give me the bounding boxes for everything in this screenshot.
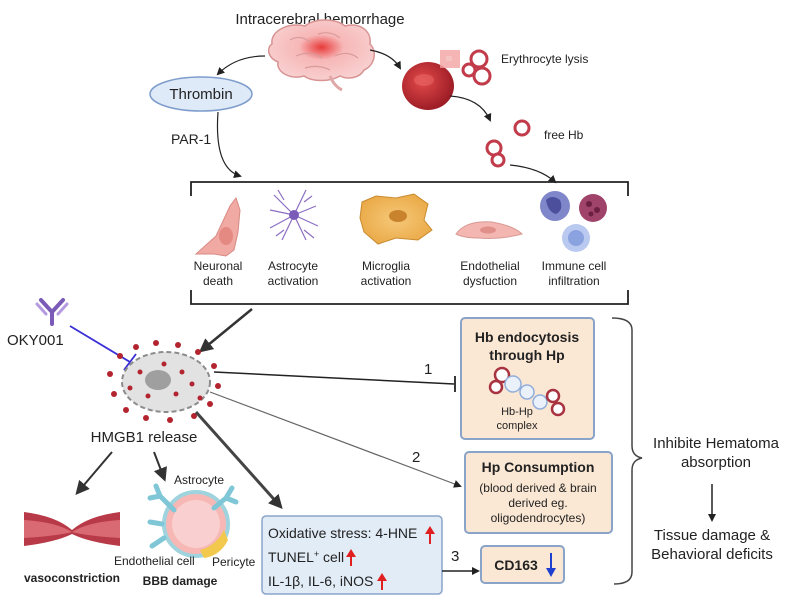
hp-consumption-title: Hp Consumption bbox=[482, 459, 595, 475]
bbb-icon bbox=[147, 483, 239, 558]
arrow-rbc-freehb bbox=[449, 95, 492, 122]
arrow-brain-rbc bbox=[369, 49, 401, 70]
tunel-line: TUNEL+ cell bbox=[268, 549, 344, 565]
astrocyte-icon bbox=[269, 189, 319, 241]
brain-icon bbox=[267, 19, 375, 92]
bbb-endothelial-label: Endothelial cell bbox=[114, 554, 195, 568]
arrow-cells-hmgb1 bbox=[198, 308, 253, 353]
hmgb1-label: HMGB1 release bbox=[91, 429, 198, 446]
thrombin-label: Thrombin bbox=[169, 86, 232, 103]
pathway-2-line bbox=[209, 391, 462, 488]
free-hb-icon bbox=[485, 119, 531, 168]
ox-up-arrow-3-head bbox=[377, 573, 387, 581]
inhibitor-line bbox=[69, 325, 137, 371]
free-hb-label: free Hb bbox=[544, 128, 584, 142]
bbb-astrocyte-label: Astrocyte bbox=[174, 473, 224, 487]
neuron-icon bbox=[194, 196, 241, 257]
arrow-brain-thrombin bbox=[216, 55, 266, 76]
oxidative-stress-line: Oxidative stress: 4-HNE bbox=[268, 525, 417, 541]
right-brace bbox=[611, 317, 643, 585]
arrow-freehb-immune bbox=[509, 164, 557, 184]
arrow-hmgb1-oxidative bbox=[194, 411, 283, 509]
cd163-box bbox=[480, 545, 565, 584]
antibody-icon bbox=[35, 298, 69, 326]
pathway-1-line bbox=[213, 371, 455, 385]
title: Intracerebral hemorrhage bbox=[235, 11, 404, 28]
bbb-damage-label: BBB damage bbox=[143, 574, 218, 588]
hb-hp-complex-icon bbox=[488, 366, 566, 417]
oky001-label: OKY001 bbox=[7, 332, 64, 349]
hmgb1-cell-icon bbox=[107, 340, 221, 423]
cd163-label: CD163 bbox=[494, 557, 538, 573]
ox-up-arrow-1-head bbox=[425, 526, 435, 534]
ox-up-arrow-2-head bbox=[346, 549, 356, 557]
cells-bracket-top bbox=[190, 181, 629, 196]
bbb-pericyte-label: Pericyte bbox=[212, 555, 256, 569]
cells-bracket-bottom bbox=[190, 290, 629, 305]
arrow-hmgb1-bbb bbox=[153, 451, 167, 482]
par1-label: PAR-1 bbox=[171, 131, 211, 147]
rbc-cluster-icon bbox=[461, 49, 492, 86]
endothelial-icon bbox=[455, 221, 523, 239]
hp-consumption-box bbox=[464, 451, 613, 534]
pathway-1-number: 1 bbox=[424, 361, 432, 378]
erythrocyte-lysis-label: Erythrocyte lysis bbox=[501, 52, 588, 66]
microglia-icon bbox=[359, 193, 433, 245]
arrow-hmgb1-vaso bbox=[75, 451, 113, 496]
erythrocyte-icon bbox=[402, 50, 460, 110]
cd163-down-arrow-head bbox=[546, 568, 556, 577]
arrow-thrombin-cells bbox=[216, 111, 242, 179]
tissue-damage-label: Tissue damage &Behavioral deficits bbox=[651, 527, 773, 563]
pathway-2-number: 2 bbox=[412, 449, 420, 466]
pathway-3-number: 3 bbox=[451, 548, 459, 565]
immune-cells-icon bbox=[540, 191, 607, 252]
thrombin-node bbox=[149, 76, 253, 112]
vessel-icon bbox=[24, 512, 120, 546]
cytokines-line: IL-1β, IL-6, iNOS bbox=[268, 573, 373, 589]
vasoconstriction-label: vasoconstriction bbox=[24, 571, 120, 585]
